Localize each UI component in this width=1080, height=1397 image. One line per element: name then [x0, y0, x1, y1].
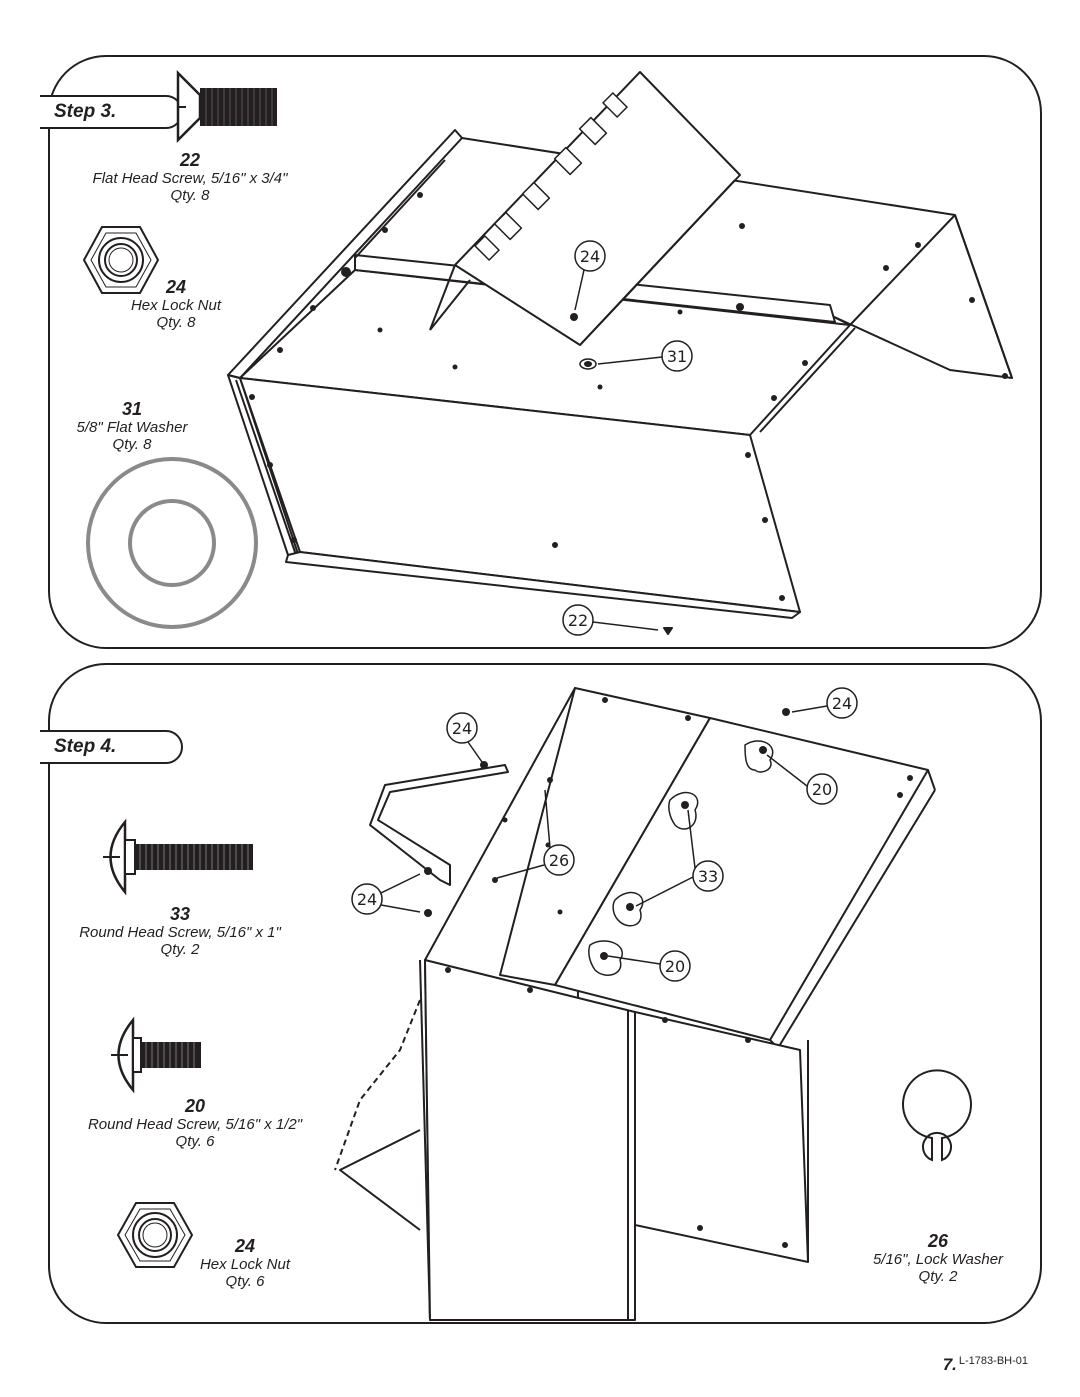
- part-number: 20: [184, 1096, 206, 1116]
- part-number: 24: [234, 1236, 256, 1256]
- part-31-caption: 31 5/8" Flat Washer Qty. 8: [52, 399, 212, 453]
- part-number: 33: [169, 904, 191, 924]
- part-number: 22: [179, 150, 201, 170]
- part-qty: Qty. 8: [112, 436, 152, 453]
- part-qty: Qty. 6: [225, 1273, 265, 1290]
- part-name: Hex Lock Nut: [130, 297, 222, 314]
- part-name: Round Head Screw, 5/16" x 1": [79, 924, 281, 941]
- part-20-caption: 20 Round Head Screw, 5/16" x 1/2" Qty. 6: [55, 1096, 335, 1150]
- part-name: Round Head Screw, 5/16" x 1/2": [87, 1116, 303, 1133]
- part-number: 31: [121, 399, 143, 419]
- part-qty: Qty. 2: [160, 941, 200, 958]
- part-name: 5/8" Flat Washer: [76, 419, 188, 436]
- part-qty: Qty. 2: [918, 1268, 958, 1285]
- page-number: 7.: [942, 1355, 957, 1374]
- part-24-caption: 24 Hex Lock Nut Qty. 6: [175, 1236, 315, 1290]
- part-26-caption: 26 5/16", Lock Washer Qty. 2: [848, 1231, 1028, 1285]
- part-name: Hex Lock Nut: [199, 1256, 291, 1273]
- part-number: 24: [165, 277, 187, 297]
- step-3-tab: Step 3.: [38, 94, 188, 130]
- page-footer: 7.L-1783-BH-01: [943, 1355, 1028, 1375]
- part-24-caption: 24 Hex Lock Nut Qty. 8: [96, 277, 256, 331]
- part-22-caption: 22 Flat Head Screw, 5/16" x 3/4" Qty. 8: [90, 150, 290, 204]
- part-qty: Qty. 8: [170, 187, 210, 204]
- part-qty: Qty. 8: [156, 314, 196, 331]
- step-3-label: Step 3.: [54, 101, 117, 122]
- step-4-tab: Step 4.: [38, 729, 188, 765]
- document-code: L-1783-BH-01: [958, 1355, 1028, 1367]
- part-name: 5/16", Lock Washer: [872, 1251, 1004, 1268]
- step-4-label: Step 4.: [54, 736, 117, 757]
- step-3-panel: [48, 55, 1042, 649]
- part-number: 26: [927, 1231, 949, 1251]
- part-name: Flat Head Screw, 5/16" x 3/4": [92, 170, 288, 187]
- part-33-caption: 33 Round Head Screw, 5/16" x 1" Qty. 2: [40, 904, 320, 958]
- step-4-panel: [48, 663, 1042, 1324]
- part-qty: Qty. 6: [175, 1133, 215, 1150]
